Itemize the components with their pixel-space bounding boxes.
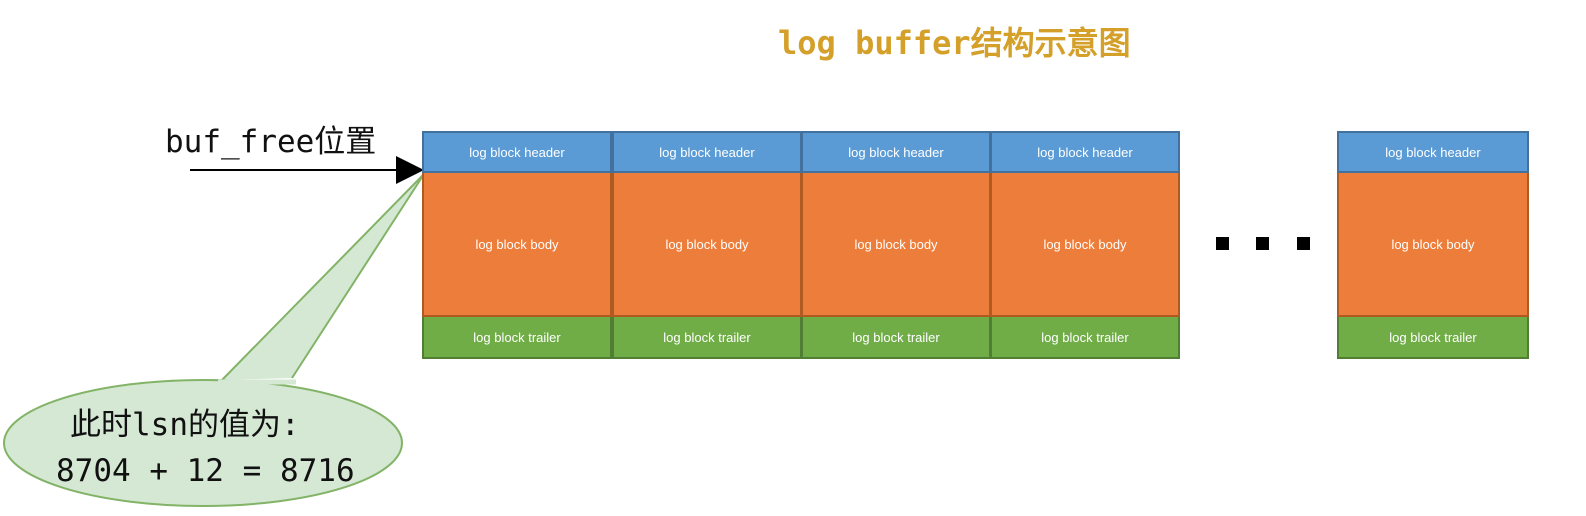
log-block-body: log block body [1337, 173, 1529, 317]
callout-line-2: 8704 + 12 = 8716 [56, 453, 355, 489]
log-block-body: log block body [612, 173, 802, 317]
log-block-4: log block header log block body log bloc… [990, 131, 1180, 359]
log-block-last: log block header log block body log bloc… [1337, 131, 1529, 359]
callout-line-1: 此时lsn的值为: [70, 407, 300, 443]
ellipsis-dot [1216, 237, 1229, 250]
log-block-body: log block body [422, 173, 612, 317]
log-block-header: log block header [1337, 131, 1529, 173]
log-block-3: log block header log block body log bloc… [801, 131, 991, 359]
log-block-body: log block body [990, 173, 1180, 317]
lsn-callout: 此时lsn的值为: 8704 + 12 = 8716 [56, 402, 386, 494]
log-block-header: log block header [801, 131, 991, 173]
log-block-header: log block header [422, 131, 612, 173]
callout-pointer [221, 173, 425, 381]
log-block-trailer: log block trailer [990, 317, 1180, 359]
log-block-2: log block header log block body log bloc… [612, 131, 802, 359]
log-block-body: log block body [801, 173, 991, 317]
diagram-title: log buffer结构示意图 [778, 24, 1131, 62]
log-block-header: log block header [612, 131, 802, 173]
ellipsis-dot [1297, 237, 1310, 250]
callout-bubble [3, 379, 403, 507]
log-block-trailer: log block trailer [801, 317, 991, 359]
log-block-trailer: log block trailer [612, 317, 802, 359]
log-block-trailer: log block trailer [1337, 317, 1529, 359]
log-block-1: log block header log block body log bloc… [422, 131, 612, 359]
log-block-header: log block header [990, 131, 1180, 173]
buf-free-label: buf_free位置 [165, 124, 377, 160]
buf-free-arrow-head [396, 156, 424, 184]
log-block-trailer: log block trailer [422, 317, 612, 359]
ellipsis-dot [1256, 237, 1269, 250]
